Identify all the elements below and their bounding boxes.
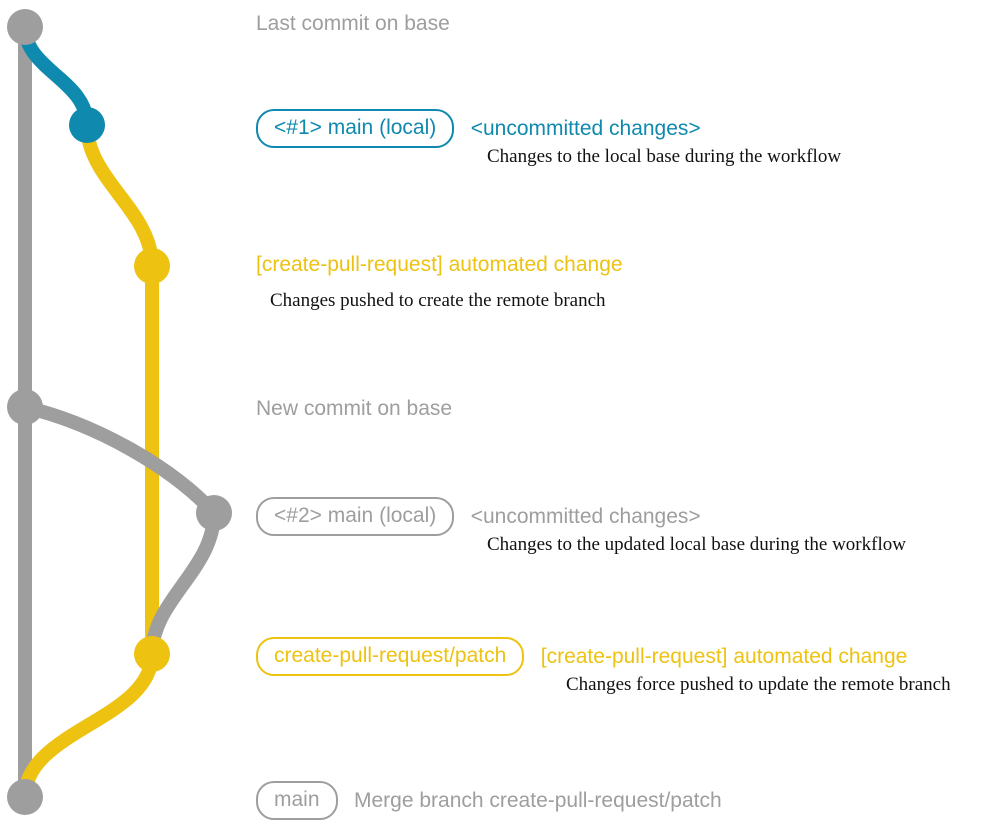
annotation-last-commit-on-base: Last commit on base [256, 12, 450, 36]
edge-remote-2-to-merge [18, 647, 159, 804]
node-remote-automated-2 [134, 636, 170, 672]
node-base-last-commit [7, 9, 43, 45]
branch-label-create-pull-request-patch[interactable]: create-pull-request/patch [256, 637, 525, 676]
branch-label-main-local-1[interactable]: <#1> main (local) [256, 109, 455, 148]
commit-note-remote-automated-change-2: Changes force pushed to update the remot… [566, 674, 951, 695]
commit-subject: Last commit on base [256, 12, 450, 35]
annotation-merge-commit: main Merge branch create-pull-request/pa… [256, 781, 722, 820]
annotation-new-commit-on-base: New commit on base [256, 397, 452, 421]
node-remote-automated-1 [134, 248, 170, 284]
node-base-merge-commit [7, 779, 43, 815]
commit-note-local-change-1: Changes to the local base during the wor… [487, 146, 842, 167]
commit-subject: [create-pull-request] automated change [540, 644, 908, 668]
branch-label-main[interactable]: main [256, 781, 338, 820]
commit-subject: <uncommitted changes> [470, 504, 701, 528]
edge-local-2-to-remote-2 [145, 506, 221, 661]
annotation-remote-automated-change-1: [create-pull-request] automated change [256, 253, 623, 277]
annotation-remote-automated-change-2: create-pull-request/patch [create-pull-r… [256, 637, 907, 676]
commit-subject: <uncommitted changes> [470, 116, 701, 140]
node-local-uncommitted-1 [69, 107, 105, 143]
node-base-new-commit [7, 389, 43, 425]
annotation-local-change-2: <#2> main (local) <uncommitted changes> [256, 497, 701, 536]
commit-subject: New commit on base [256, 397, 453, 420]
commit-subject: [create-pull-request] automated change [256, 253, 623, 276]
branch-label-main-local-2[interactable]: <#2> main (local) [256, 497, 455, 536]
edge-local-1-to-remote-1 [80, 118, 159, 273]
node-local-uncommitted-2 [196, 495, 232, 531]
commit-note-local-change-2: Changes to the updated local base during… [487, 534, 906, 555]
edge-base-2-to-local-2 [18, 400, 221, 520]
annotation-local-change-1: <#1> main (local) <uncommitted changes> [256, 109, 701, 148]
commit-note-remote-automated-change-1: Changes pushed to create the remote bran… [270, 290, 606, 311]
commit-subject: Merge branch create-pull-request/patch [353, 788, 722, 812]
